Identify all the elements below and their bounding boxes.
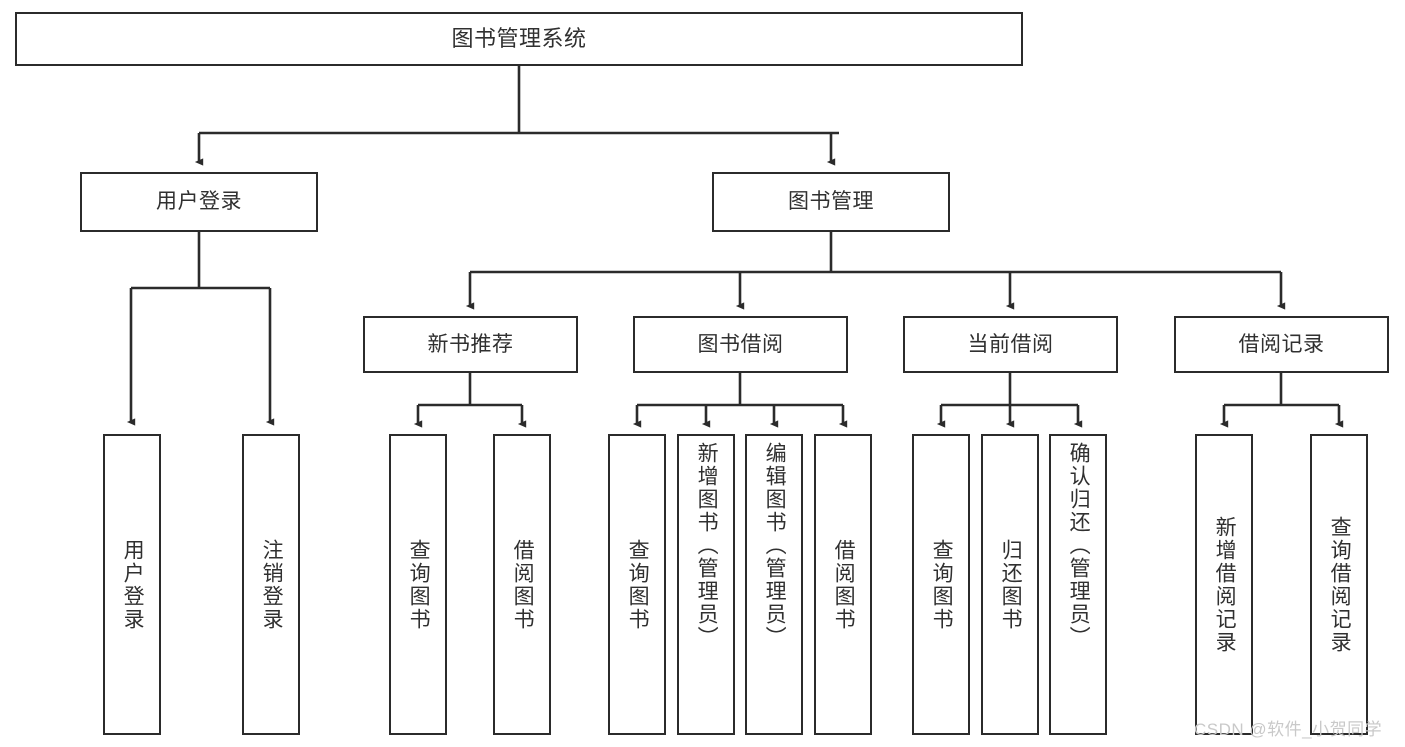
node-label: 借阅记录: [1238, 332, 1325, 356]
node-user-login[interactable]: 用户登录: [80, 172, 318, 232]
node-label: 新书推荐: [427, 332, 514, 356]
node-borrow-record[interactable]: 借阅记录: [1174, 316, 1389, 373]
node-current-borrow[interactable]: 当前借阅: [903, 316, 1118, 373]
node-label: 编辑图书（管理员）: [763, 442, 787, 649]
node-label: 图书借阅: [697, 332, 784, 356]
node-label: 查询图书: [407, 538, 431, 631]
leaf-borrow-edit-book-admin[interactable]: 编辑图书（管理员）: [745, 434, 803, 735]
node-label: 当前借阅: [967, 332, 1054, 356]
leaf-current-confirm-return-admin[interactable]: 确认归还（管理员）: [1049, 434, 1107, 735]
leaf-new-book-query[interactable]: 查询图书: [389, 434, 447, 735]
node-label: 新增图书（管理员）: [695, 442, 719, 649]
leaf-borrow-query-book[interactable]: 查询图书: [608, 434, 666, 735]
node-label: 确认归还（管理员）: [1067, 442, 1091, 649]
node-label: 借阅图书: [832, 538, 856, 631]
csdn-watermark: CSDN @软件_小贺同学: [1194, 720, 1383, 739]
leaf-current-query-book[interactable]: 查询图书: [912, 434, 970, 735]
leaf-record-add-record[interactable]: 新增借阅记录: [1195, 434, 1253, 735]
node-label: 查询图书: [626, 538, 650, 631]
node-root-library-system[interactable]: 图书管理系统: [15, 12, 1023, 66]
node-book-management[interactable]: 图书管理: [712, 172, 950, 232]
leaf-borrow-add-book-admin[interactable]: 新增图书（管理员）: [677, 434, 735, 735]
node-label: 归还图书: [999, 538, 1023, 631]
node-new-book-recommend[interactable]: 新书推荐: [363, 316, 578, 373]
node-label: 注销登录: [260, 538, 284, 631]
leaf-user-login-login[interactable]: 用户登录: [103, 434, 161, 735]
node-label: 图书管理: [788, 190, 874, 214]
node-label: 用户登录: [156, 190, 242, 214]
leaf-new-book-borrow[interactable]: 借阅图书: [493, 434, 551, 735]
leaf-user-login-logout[interactable]: 注销登录: [242, 434, 300, 735]
leaf-borrow-borrow-book[interactable]: 借阅图书: [814, 434, 872, 735]
leaf-current-return-book[interactable]: 归还图书: [981, 434, 1039, 735]
node-label: 图书管理系统: [451, 25, 587, 51]
node-label: 查询图书: [930, 538, 954, 631]
node-book-borrow[interactable]: 图书借阅: [633, 316, 848, 373]
node-label: 新增借阅记录: [1213, 515, 1237, 654]
node-label: 用户登录: [121, 538, 145, 631]
leaf-record-query-record[interactable]: 查询借阅记录: [1310, 434, 1368, 735]
node-label: 借阅图书: [511, 538, 535, 631]
node-label: 查询借阅记录: [1328, 515, 1352, 654]
